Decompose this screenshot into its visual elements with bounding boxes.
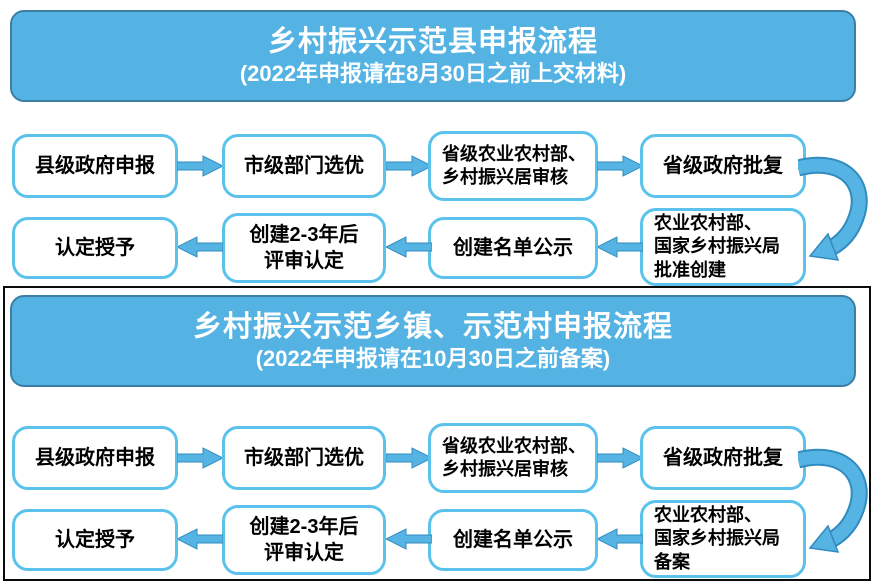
flow-box-province-review-1: 省级农业农村部、 乡村振兴居审核	[428, 131, 598, 201]
arrow-right-icon	[386, 447, 432, 469]
section1-subtitle: (2022年申报请在8月30日之前上交材料)	[239, 60, 627, 86]
flow-box-province-approve-2: 省级政府批复	[640, 426, 806, 490]
flow-box-confer-title-2: 认定授予	[12, 509, 178, 571]
arrow-left-icon	[177, 236, 223, 258]
arrow-right-icon	[597, 447, 643, 469]
u-turn-arrow-icon	[798, 448, 868, 553]
arrow-left-icon	[597, 528, 643, 550]
flow-box-ministry-filing-2: 农业农村部、 国家乡村振兴局 备案	[640, 500, 806, 578]
flow-box-list-publicity-1: 创建名单公示	[428, 217, 598, 279]
banner-county-process: 乡村振兴示范县申报流程 (2022年申报请在8月30日之前上交材料)	[10, 10, 856, 102]
arrow-left-icon	[597, 236, 643, 258]
flow-box-review-after-years-2: 创建2-3年后 评审认定	[222, 505, 386, 575]
banner-township-village-process: 乡村振兴示范乡镇、示范村申报流程 (2022年申报请在10月30日之前备案)	[10, 295, 856, 387]
arrow-left-icon	[386, 528, 432, 550]
arrow-right-icon	[386, 155, 432, 177]
flow-box-province-approve-1: 省级政府批复	[640, 134, 806, 198]
flow-box-province-review-2: 省级农业农村部、 乡村振兴居审核	[428, 423, 598, 493]
section2-title: 乡村振兴示范乡镇、示范村申报流程	[192, 310, 673, 343]
arrow-right-icon	[177, 447, 223, 469]
arrow-right-icon	[597, 155, 643, 177]
section2-frame	[3, 286, 871, 581]
flow-box-county-gov-apply-1: 县级政府申报	[12, 134, 178, 198]
flow-box-ministry-approve-create-1: 农业农村部、 国家乡村振兴局 批准创建	[640, 208, 806, 286]
section2-subtitle: (2022年申报请在10月30日之前备案)	[255, 345, 611, 371]
flow-box-county-gov-apply-2: 县级政府申报	[12, 426, 178, 490]
arrow-left-icon	[177, 528, 223, 550]
flow-box-review-after-years-1: 创建2-3年后 评审认定	[222, 213, 386, 283]
u-turn-arrow-icon	[798, 156, 868, 261]
flow-box-list-publicity-2: 创建名单公示	[428, 509, 598, 571]
arrow-right-icon	[177, 155, 223, 177]
section1-title: 乡村振兴示范县申报流程	[267, 25, 598, 58]
flow-box-confer-title-1: 认定授予	[12, 217, 178, 279]
arrow-left-icon	[386, 236, 432, 258]
flow-box-city-select-1: 市级部门选优	[222, 134, 386, 198]
flow-box-city-select-2: 市级部门选优	[222, 426, 386, 490]
